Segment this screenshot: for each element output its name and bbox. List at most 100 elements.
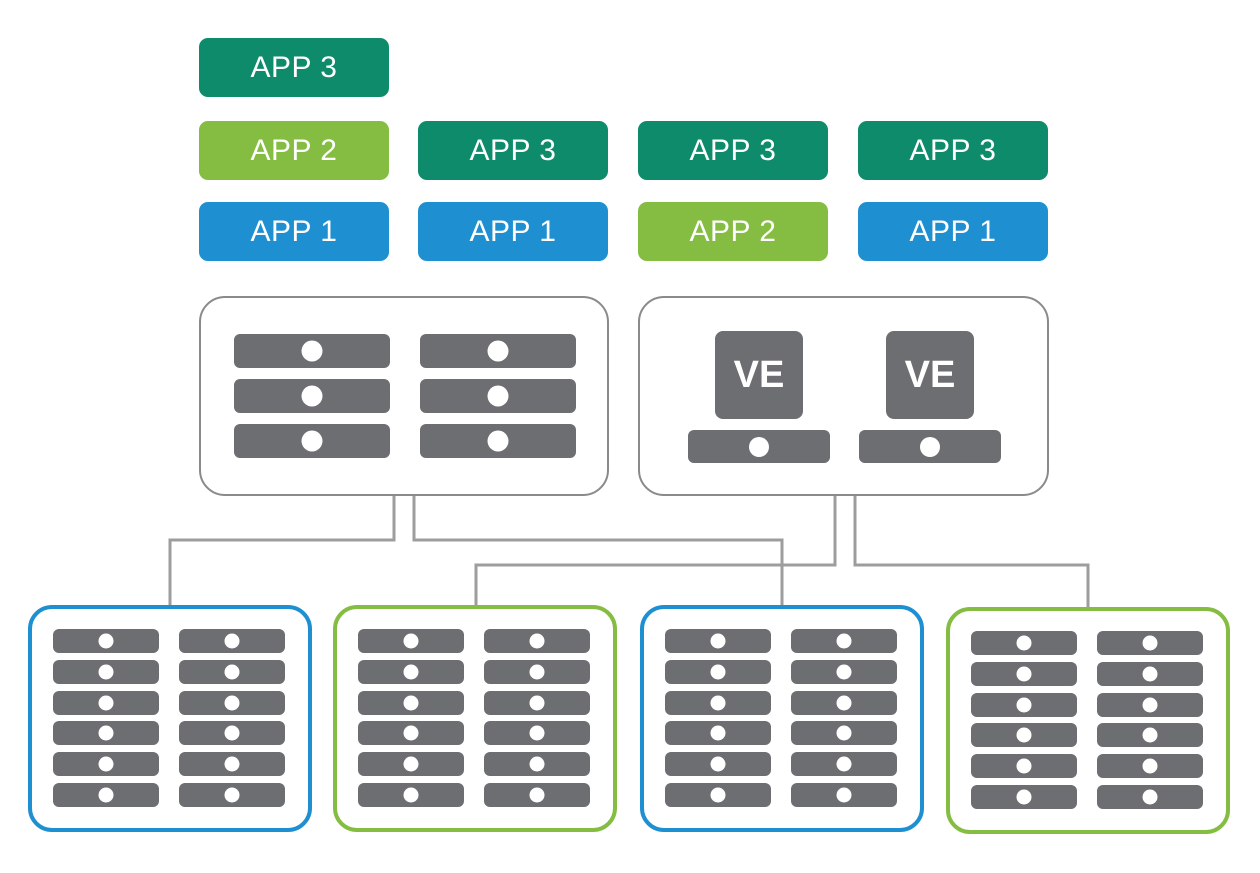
server-led-icon <box>301 430 323 452</box>
server-led-icon <box>836 725 852 741</box>
server-unit <box>791 783 897 807</box>
server-unit <box>420 424 576 458</box>
server-unit <box>971 631 1077 655</box>
virtual-host: VE VE <box>638 296 1049 496</box>
server-led-icon <box>224 633 240 649</box>
server-unit <box>53 659 159 684</box>
server-unit <box>420 379 576 413</box>
server-led-icon <box>403 756 419 772</box>
server-led-icon <box>710 756 726 772</box>
server-unit <box>484 783 590 807</box>
app-1-block: APP 1 <box>418 202 608 261</box>
server-led-icon <box>403 725 419 741</box>
server-led-icon <box>98 695 114 711</box>
server-led-icon <box>98 664 114 680</box>
server-led-icon <box>224 664 240 680</box>
server-unit <box>1097 754 1203 779</box>
server-led-icon <box>224 756 240 772</box>
server-unit <box>53 690 159 715</box>
server-unit <box>971 785 1077 809</box>
server-unit <box>484 690 590 715</box>
server-unit <box>1097 723 1203 748</box>
server-unit <box>234 379 390 413</box>
server-led-icon <box>836 787 852 803</box>
server-unit <box>53 721 159 746</box>
server-unit <box>358 783 464 807</box>
server-led-icon <box>1016 789 1032 805</box>
server-unit <box>179 721 285 746</box>
ve-container-left: VE <box>715 331 803 419</box>
server-led-icon <box>529 725 545 741</box>
server-unit <box>791 752 897 777</box>
server-led-icon <box>529 756 545 772</box>
app-3-block: APP 3 <box>858 121 1048 180</box>
server-led-icon <box>749 436 769 457</box>
server-led-icon <box>224 725 240 741</box>
server-unit <box>179 783 285 807</box>
server-unit <box>791 629 897 653</box>
server-unit <box>53 783 159 807</box>
server-led-icon <box>1142 758 1158 774</box>
server-led-icon <box>836 633 852 649</box>
server-unit <box>665 659 771 684</box>
server-led-icon <box>487 385 509 407</box>
link-virtual-host-to-cluster-2 <box>474 495 837 608</box>
server-unit <box>484 721 590 746</box>
app-3-block: APP 3 <box>199 38 389 97</box>
server-led-icon <box>1142 697 1158 713</box>
server-unit <box>1097 692 1203 717</box>
server-led-icon <box>529 633 545 649</box>
server-unit <box>859 430 1001 463</box>
server-unit <box>688 430 830 463</box>
server-led-icon <box>529 695 545 711</box>
server-led-icon <box>529 664 545 680</box>
server-unit <box>484 752 590 777</box>
server-led-icon <box>710 695 726 711</box>
server-led-icon <box>1142 789 1158 805</box>
app-3-block: APP 3 <box>418 121 608 180</box>
server-led-icon <box>403 787 419 803</box>
server-unit <box>791 690 897 715</box>
server-unit <box>665 752 771 777</box>
server-unit <box>358 721 464 746</box>
server-led-icon <box>487 430 509 452</box>
server-unit <box>179 752 285 777</box>
server-led-icon <box>301 340 323 362</box>
server-unit <box>234 334 390 368</box>
server-led-icon <box>710 633 726 649</box>
app-1-block: APP 1 <box>199 202 389 261</box>
server-unit <box>53 752 159 777</box>
server-unit <box>420 334 576 368</box>
server-led-icon <box>1142 635 1158 651</box>
server-unit <box>665 690 771 715</box>
server-unit <box>791 721 897 746</box>
server-led-icon <box>403 695 419 711</box>
server-unit <box>971 723 1077 748</box>
server-led-icon <box>224 695 240 711</box>
server-led-icon <box>710 664 726 680</box>
ve-container-right: VE <box>886 331 974 419</box>
app-1-block: APP 1 <box>858 202 1048 261</box>
server-unit <box>358 690 464 715</box>
physical-host <box>199 296 609 496</box>
server-unit <box>179 690 285 715</box>
server-cluster-4 <box>946 607 1230 834</box>
server-led-icon <box>836 695 852 711</box>
server-led-icon <box>98 787 114 803</box>
app-3-block: APP 3 <box>638 121 828 180</box>
server-led-icon <box>836 664 852 680</box>
server-unit <box>1097 631 1203 655</box>
server-led-icon <box>487 340 509 362</box>
server-unit <box>179 659 285 684</box>
server-unit <box>1097 661 1203 686</box>
server-unit <box>53 629 159 653</box>
server-led-icon <box>98 725 114 741</box>
server-unit <box>665 629 771 653</box>
server-led-icon <box>98 633 114 649</box>
server-led-icon <box>403 633 419 649</box>
server-unit <box>665 783 771 807</box>
server-led-icon <box>1016 758 1032 774</box>
app-2-block: APP 2 <box>638 202 828 261</box>
